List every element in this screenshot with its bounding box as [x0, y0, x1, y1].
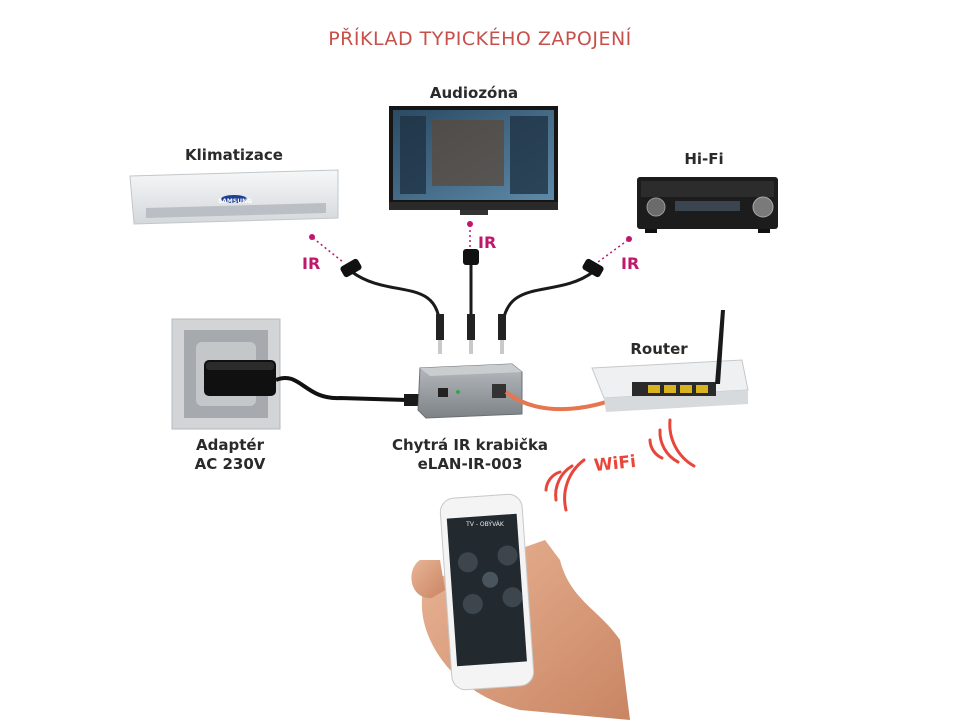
ac-brand-logo: SAMSUNG: [218, 198, 252, 205]
power-adapter: [204, 360, 276, 396]
jack-plugs: [436, 314, 506, 354]
ir-label-ac: IR: [302, 254, 321, 273]
label-irbox-line2: eLAN-IR-003: [417, 455, 523, 473]
router: [591, 310, 749, 412]
ir-label-hifi: IR: [621, 254, 640, 273]
hifi-receiver: [637, 177, 778, 233]
ir-label-tv: IR: [478, 233, 497, 252]
phone-hand: [411, 493, 630, 720]
ir-dots: [309, 221, 632, 242]
wifi-signal: [544, 418, 696, 512]
ir-emitters: [340, 249, 604, 278]
air-conditioner: [129, 169, 339, 225]
label-irbox-line1: Chytrá IR krabička: [391, 436, 549, 454]
label-adapter-line1: Adaptér: [196, 436, 264, 454]
ir-dotted-lines: [312, 225, 629, 263]
label-router: Router: [630, 340, 688, 358]
power-plug: [404, 394, 422, 406]
label-klimatizace: Klimatizace: [185, 146, 283, 164]
label-audiozona: Audiozóna: [429, 84, 519, 102]
label-hifi: Hi-Fi: [684, 150, 724, 168]
television: [389, 106, 558, 215]
phone-screen-title: TV - OBÝVÁK: [466, 521, 504, 528]
page-title: PŘÍKLAD TYPICKÉHO ZAPOJENÍ: [328, 28, 632, 50]
label-adapter-line2: AC 230V: [194, 455, 266, 473]
ac-brand-text: SAMSUNG: [218, 198, 252, 205]
ir-box: [417, 363, 523, 419]
power-cable: [275, 376, 409, 402]
